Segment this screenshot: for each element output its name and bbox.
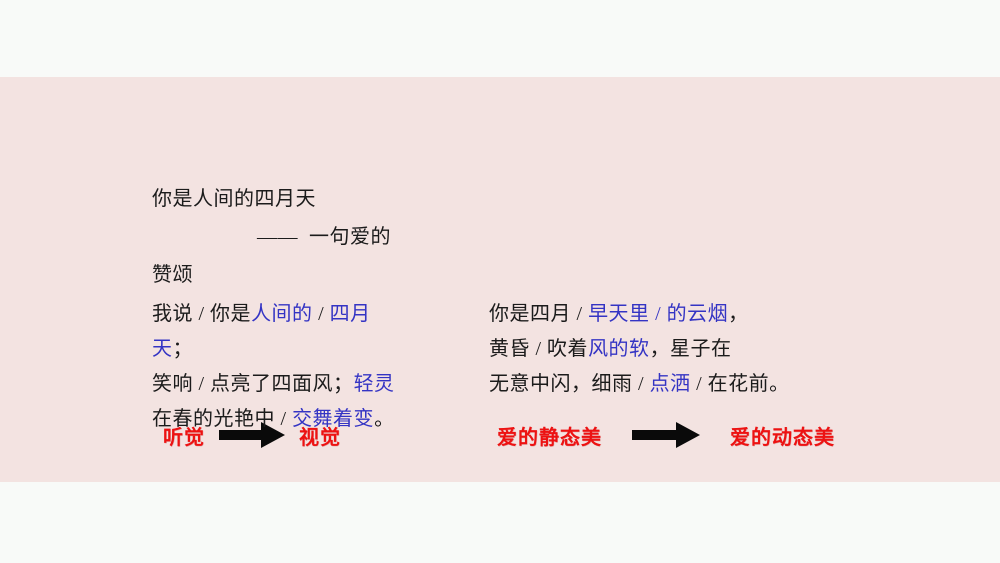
poem-right-line2-seg3: ，星子在 [649,338,732,360]
poem-left-line1-seg1: 我说 / 你是 [152,303,252,325]
poem-left-line3-seg2: 轻灵 [353,373,395,395]
poem-left-line1-seg4: 四月 [329,303,371,325]
poem-left-line4-seg2: 交舞着变 [292,408,375,430]
annotation-left-from: 听觉 [163,426,205,449]
right-arrow-icon [217,420,287,450]
annotation-left-to: 视觉 [299,426,341,449]
annotation-right-to: 爱的动态美 [730,426,835,449]
poem-column-left: 我说 / 你是人间的 / 四月 天； 笑响 / 点亮了四面风；轻灵 在春的光艳中… [152,297,427,437]
poem-right-line-2: 黄昏 / 吹着风的软，星子在 [489,332,799,367]
page-title: 你是人间的四月天 [152,188,316,210]
poem-right-line2-seg2: 风的软 [588,338,650,360]
annotation-left: 听觉 视觉 [163,420,341,450]
annotation-right-from: 爱的静态美 [497,426,602,449]
title-subtitle-continued: 赞颂 [152,264,193,286]
poem-right-line3-seg1: 无意中闪，细雨 / [489,373,650,395]
poem-right-line1-seg4: 的云烟 [666,303,729,325]
annotation-right: 爱的静态美 爱的动态美 [497,420,835,450]
poem-right-line-1: 你是四月 / 早天里 / 的云烟， [489,297,799,332]
right-arrow-icon [630,420,702,450]
poem-column-right: 你是四月 / 早天里 / 的云烟， 黄昏 / 吹着风的软，星子在 无意中闪，细雨… [489,297,799,402]
poem-right-line1-seg3: / [649,303,667,325]
poem-left-line4-seg3: 。 [374,408,395,430]
poem-left-line-3: 笑响 / 点亮了四面风；轻灵 [152,367,427,402]
poem-left-line2-seg2: ； [172,338,193,360]
poem-right-line1-seg1: 你是四月 / [489,303,589,325]
content-panel [0,77,1000,482]
poem-left-line-1: 我说 / 你是人间的 / 四月 [152,297,427,332]
title-subtitle: —— 一句爱的 [257,226,391,248]
poem-right-line2-seg1: 黄昏 / 吹着 [489,338,589,360]
poem-right-line3-seg2: 点洒 [649,373,691,395]
poem-left-line4-seg1: 在春的光艳中 / [152,408,293,430]
poem-left-line-4: 在春的光艳中 / 交舞着变。 [152,402,427,437]
poem-left-line1-seg2: 人间的 [251,303,313,325]
title-block: 你是人间的四月天 —— 一句爱的 赞颂 [152,180,572,294]
poem-left-line3-seg1: 笑响 / 点亮了四面风； [152,373,354,395]
poem-right-line1-seg5: ， [728,303,749,325]
poem-left-line1-seg3: / [312,303,330,325]
poem-left-line-2: 天； [152,332,427,367]
poem-right-line3-seg3: / 在花前。 [690,373,790,395]
poem-right-line-3: 无意中闪，细雨 / 点洒 / 在花前。 [489,367,799,402]
poem-left-line2-seg1: 天 [152,338,173,360]
poem-right-line1-seg2: 早天里 [588,303,650,325]
